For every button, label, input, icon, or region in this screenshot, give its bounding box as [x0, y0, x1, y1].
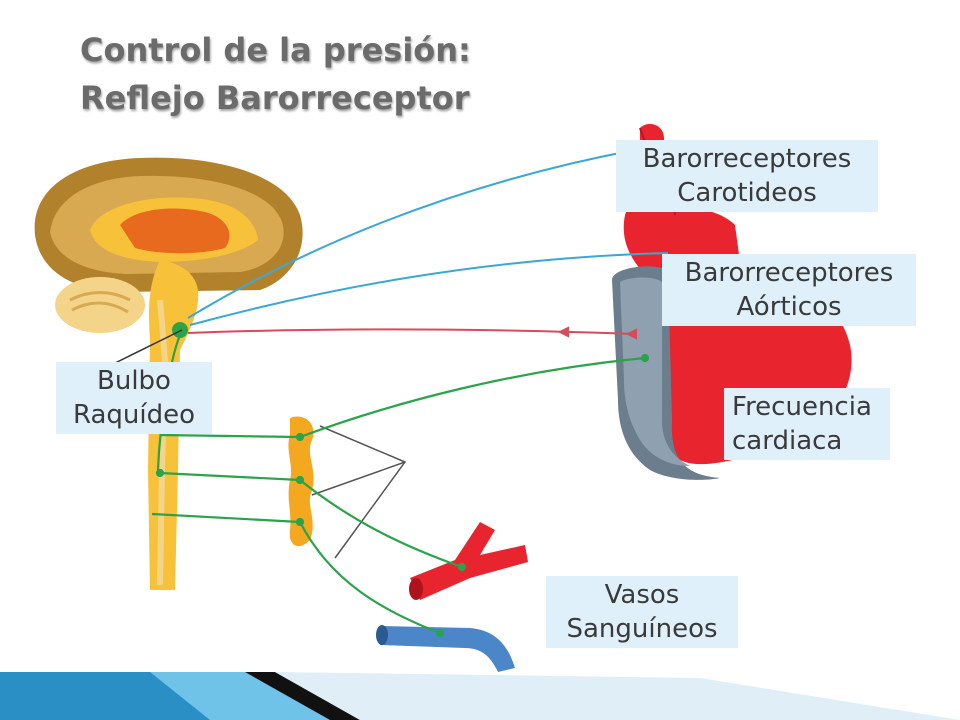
brain — [34, 157, 303, 333]
afferent-nerves — [187, 149, 669, 326]
label-heart-rate: Frecuencia cardiaca — [724, 388, 890, 460]
vein — [376, 625, 515, 672]
label-aortic-baroreceptors: Barorreceptores Aórticos — [662, 254, 916, 326]
title-line-1: Control de la presión: — [80, 31, 471, 69]
parasympathetic-nerve — [187, 326, 637, 340]
title-line-2: Reflejo Barorreceptor — [80, 79, 470, 117]
label-blood-vessels: Vasos Sanguíneos — [546, 576, 738, 648]
chain-bracket-lines — [311, 425, 407, 559]
slide-title: Control de la presión: Reflejo Barorrece… — [80, 26, 471, 122]
medulla-pointer-line — [104, 329, 183, 369]
artery — [409, 522, 528, 600]
aortic-afferent-nerve — [189, 252, 669, 326]
bottom-stripes — [0, 672, 960, 720]
sympathetic-nerves — [151, 334, 650, 638]
label-medulla-oblongata: Bulbo Raquídeo — [56, 362, 212, 434]
label-carotid-baroreceptors: Barorreceptores Carotideos — [616, 140, 878, 212]
carotid-afferent-nerve — [187, 149, 636, 319]
